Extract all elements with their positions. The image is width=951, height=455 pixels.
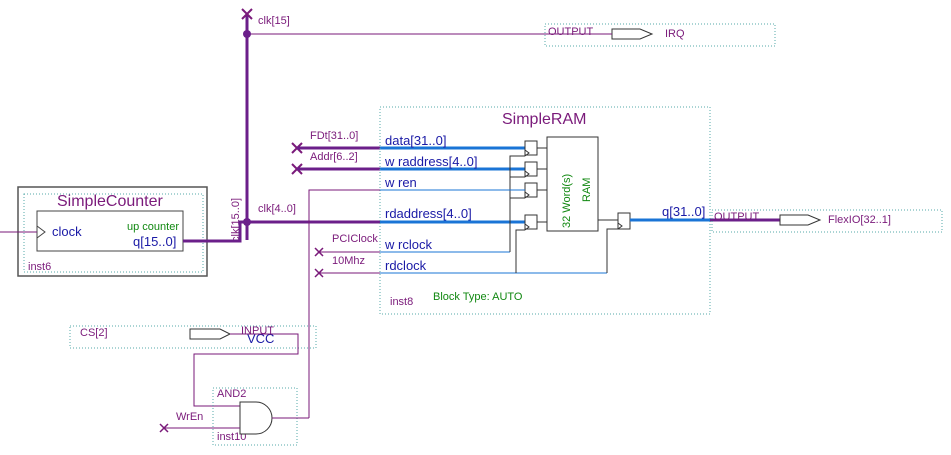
reg-wraddress <box>524 161 538 177</box>
irq-output-port[interactable]: OUTPUT IRQ <box>544 23 776 47</box>
reg-data <box>524 140 538 156</box>
ram-block-type: Block Type: AUTO <box>433 291 523 303</box>
fdt-input[interactable]: FDt[31..0] <box>291 130 525 154</box>
flexio-port-name: FlexIO[32..1] <box>828 214 891 226</box>
ram-instance: inst8 <box>390 296 413 308</box>
cs-wire <box>193 333 299 407</box>
reg-wren-clk <box>524 191 530 199</box>
simple-counter-block[interactable]: SimpleCounter clock up counter q[15..0] … <box>0 186 247 277</box>
wren-label: WrEn <box>176 411 203 423</box>
reg-wren <box>524 182 538 198</box>
ram-port-data: data[31..0] <box>385 133 446 148</box>
wren-control-wire[interactable] <box>308 189 525 418</box>
flexio-port-arrow <box>779 214 822 226</box>
cs-input-port[interactable]: CS[2] INPUT VCC <box>69 325 317 407</box>
pciclock-input[interactable]: PCIClock <box>314 233 380 257</box>
wren-path <box>308 189 380 418</box>
and2-frame <box>212 387 298 446</box>
flexio-output-port[interactable]: OUTPUT FlexIO[32..1] <box>710 209 943 233</box>
clk4-label: clk[4..0] <box>258 203 296 215</box>
counter-inner-frame <box>23 193 204 273</box>
reg-output-clk <box>617 222 623 230</box>
clk15-label: clk[15] <box>258 15 290 27</box>
counter-title: SimpleCounter <box>57 193 164 210</box>
wren-input[interactable]: WrEn <box>159 411 240 433</box>
ram-port-rdclock: rdclock <box>385 258 427 273</box>
ram-title: SimpleRAM <box>502 111 586 128</box>
wrclock-distribution <box>509 155 525 252</box>
and2-body <box>239 401 273 435</box>
rdclock-distribution <box>515 228 618 273</box>
mhz-label: 10Mhz <box>332 255 365 267</box>
counter-up-label: up counter <box>127 221 179 233</box>
counter-instance: inst6 <box>28 261 51 273</box>
addr-label: Addr[6..2] <box>310 151 358 163</box>
clk-bus-junction-top <box>243 30 251 38</box>
and2-name: AND2 <box>217 388 246 400</box>
reg-rdaddress-clk <box>524 223 530 231</box>
fdt-label: FDt[31..0] <box>310 130 358 142</box>
counter-core <box>36 210 184 252</box>
cs-port-vcc: VCC <box>247 331 274 346</box>
ram-core-type: RAM <box>581 178 593 202</box>
reg-output <box>617 212 631 230</box>
counter-q-port: q[15..0] <box>133 234 176 249</box>
ram-frame <box>379 106 711 315</box>
ram-core <box>546 136 599 232</box>
reg-data-clk <box>524 149 530 157</box>
and2-gate[interactable]: AND2 inst10 <box>212 387 309 446</box>
irq-port-arrow <box>611 28 654 40</box>
and2-instance: inst10 <box>217 431 246 443</box>
simple-ram-block[interactable]: SimpleRAM data[31..0] w raddress[4..0] w… <box>379 106 711 315</box>
irq-port-type: OUTPUT <box>548 26 594 38</box>
irq-port-name: IRQ <box>665 28 685 40</box>
ram-port-wrclock: w rclock <box>384 237 432 252</box>
cs-port-name: CS[2] <box>80 327 108 339</box>
ram-core-words: 32 Word(s) <box>561 174 573 228</box>
reg-rdaddress <box>524 214 538 230</box>
clk-bus-x-marker <box>241 8 253 20</box>
counter-clock-port: clock <box>52 224 82 239</box>
clk4-bus[interactable]: clk[4..0] <box>247 203 525 224</box>
ram-port-wraddress: w raddress[4..0] <box>384 154 478 169</box>
cs-port-arrow <box>189 328 232 340</box>
irq-port-frame <box>544 23 776 47</box>
flexio-port-frame <box>711 209 943 233</box>
ram-port-wren: w ren <box>384 175 417 190</box>
reg-wraddress-clk <box>524 170 530 178</box>
ram-output-port: q[31..0] <box>662 204 705 219</box>
pciclock-label: PCIClock <box>332 233 378 245</box>
counter-q-bus <box>183 220 247 243</box>
ram-port-rdaddress: rdaddress[4..0] <box>385 206 472 221</box>
counter-clock-symbol <box>36 225 46 239</box>
cs-port-frame <box>69 325 317 349</box>
flexio-port-type: OUTPUT <box>714 211 760 223</box>
mhz-input[interactable]: 10Mhz <box>314 255 380 278</box>
addr-input[interactable]: Addr[6..2] <box>291 151 525 175</box>
